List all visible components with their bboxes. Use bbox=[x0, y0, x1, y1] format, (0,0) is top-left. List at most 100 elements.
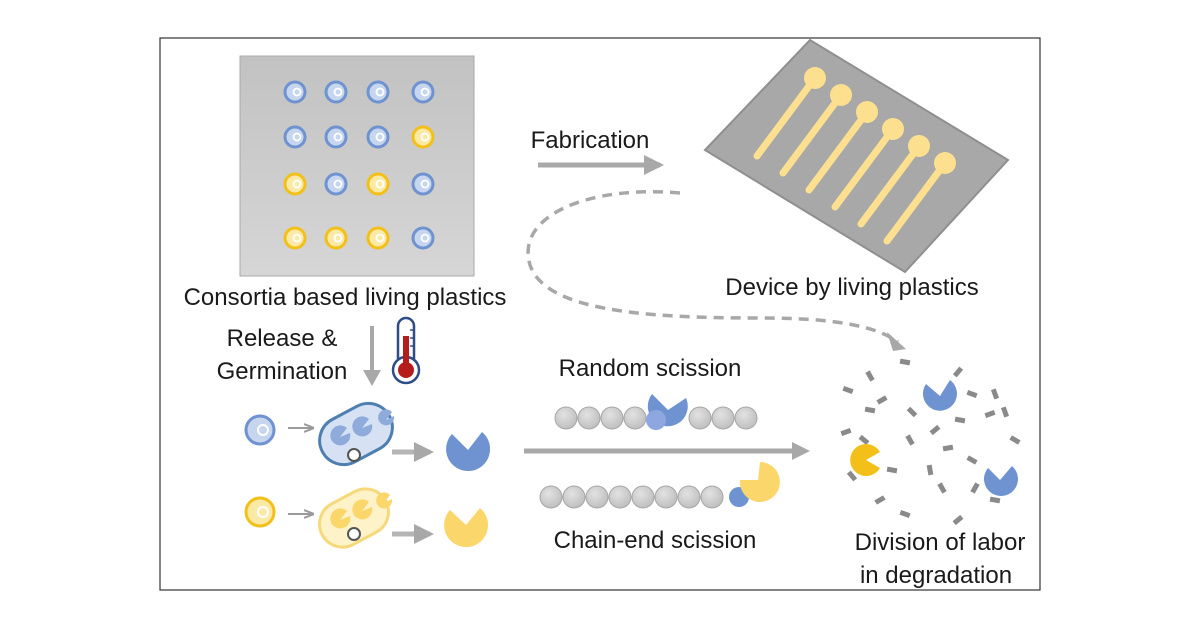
polymer-fragment bbox=[952, 514, 964, 526]
blue-spore bbox=[283, 80, 307, 104]
device-label: Device by living plastics bbox=[725, 274, 978, 301]
electrode bbox=[857, 135, 930, 228]
yellow-vegetative-cell bbox=[318, 487, 390, 549]
polymer-bead bbox=[600, 406, 624, 430]
polymer-bead bbox=[700, 485, 724, 509]
chain-end-polymer-chain bbox=[539, 485, 724, 509]
polymer-bead bbox=[585, 485, 609, 509]
polymer-bead bbox=[539, 485, 563, 509]
yellow-spore-icon bbox=[244, 496, 276, 528]
polymer-bead bbox=[631, 485, 655, 509]
random-cleaved-bead bbox=[646, 410, 666, 430]
polymer-fragment bbox=[1000, 406, 1010, 418]
polymer-fragment bbox=[842, 385, 854, 395]
polymer-fragment bbox=[970, 482, 980, 494]
polymer-bead bbox=[654, 485, 678, 509]
polymer-fragment bbox=[846, 470, 858, 482]
polymer-fragment bbox=[886, 466, 898, 474]
yellow-cell-spore-remnant bbox=[347, 527, 361, 541]
blue-germination-row bbox=[244, 401, 491, 472]
degradation-arrowhead bbox=[792, 442, 810, 460]
consortia-label: Consortia based living plastics bbox=[184, 284, 507, 311]
device-electrodes bbox=[753, 67, 956, 245]
living-plastic-panel bbox=[239, 55, 475, 277]
polymer-bead bbox=[577, 406, 601, 430]
yellow-enzyme-small-1 bbox=[330, 508, 351, 529]
polymer-fragment bbox=[876, 395, 888, 405]
blue-enzyme-small-2 bbox=[352, 416, 373, 437]
blue-spore bbox=[283, 125, 307, 149]
polymer-fragments bbox=[840, 358, 1021, 526]
polymer-fragment bbox=[954, 416, 966, 424]
division-label-line2: in degradation bbox=[860, 562, 1012, 589]
chain-end-scission-label: Chain-end scission bbox=[554, 527, 757, 554]
polymer-bead bbox=[608, 485, 632, 509]
blue-spore bbox=[411, 226, 435, 250]
polymer-fragment bbox=[858, 434, 870, 446]
polymer-fragment bbox=[906, 406, 918, 418]
living-plastic-device bbox=[703, 38, 1010, 274]
polymer-fragment bbox=[926, 464, 934, 476]
electrode bbox=[831, 118, 904, 211]
dashed-degradation-path bbox=[526, 190, 900, 344]
yellow-spore bbox=[324, 226, 348, 250]
polymer-bead bbox=[677, 485, 701, 509]
spore-grid bbox=[283, 80, 435, 250]
blue-cell-spore-remnant bbox=[347, 448, 361, 462]
device-substrate bbox=[703, 38, 1010, 274]
dashed-path-arrowhead bbox=[887, 332, 906, 351]
electrode bbox=[779, 84, 852, 177]
polymer-fragment bbox=[874, 495, 886, 505]
division-label-line1: Division of labor bbox=[855, 529, 1026, 556]
chain-end-enzyme-pacman-icon bbox=[739, 462, 780, 502]
polymer-fragment bbox=[966, 389, 978, 399]
polymer-fragment bbox=[942, 444, 954, 452]
yellow-spore bbox=[366, 226, 390, 250]
yellow-enzyme-small-3 bbox=[376, 492, 393, 509]
blue-spore bbox=[366, 80, 390, 104]
polymer-bead bbox=[562, 485, 586, 509]
polymer-fragment bbox=[984, 409, 996, 419]
thermometer-icon bbox=[391, 316, 421, 385]
polymer-fragment bbox=[990, 388, 1000, 400]
polymer-bead bbox=[554, 406, 578, 430]
polymer-fragment bbox=[952, 366, 964, 378]
release-label-line2: Germination bbox=[217, 358, 348, 385]
blue-enzyme-small-1 bbox=[330, 425, 351, 446]
polymer-bead bbox=[688, 406, 712, 430]
polymer-fragment bbox=[899, 509, 911, 519]
polymer-fragment bbox=[899, 358, 911, 366]
polymer-fragment bbox=[905, 434, 915, 446]
yellow-enzyme-small-2 bbox=[352, 499, 373, 520]
electrode bbox=[753, 67, 826, 160]
polymer-fragment bbox=[865, 370, 875, 382]
blue-spore bbox=[324, 172, 348, 196]
random-scission-label: Random scission bbox=[559, 355, 742, 382]
yellow-germination-row bbox=[244, 487, 489, 549]
cloud-blue-enzyme-2 bbox=[983, 466, 1018, 496]
polymer-fragment bbox=[1009, 435, 1021, 445]
polymer-fragment bbox=[864, 406, 876, 414]
blue-spore bbox=[411, 80, 435, 104]
blue-spore-icon bbox=[244, 414, 276, 446]
blue-enzyme-small-3 bbox=[378, 409, 395, 426]
yellow-spore bbox=[411, 125, 435, 149]
polymer-bead bbox=[623, 406, 647, 430]
blue-enzyme-pacman-icon bbox=[446, 432, 491, 472]
yellow-enzyme-pacman-icon bbox=[444, 508, 489, 548]
polymer-bead bbox=[711, 406, 735, 430]
polymer-fragment bbox=[937, 482, 947, 494]
blue-spore bbox=[411, 172, 435, 196]
polymer-fragment bbox=[966, 455, 978, 465]
blue-spore bbox=[366, 125, 390, 149]
random-polymer-chain bbox=[554, 406, 758, 430]
polymer-fragment bbox=[840, 427, 852, 437]
yellow-spore bbox=[366, 172, 390, 196]
polymer-bead bbox=[734, 406, 758, 430]
electrode bbox=[883, 152, 956, 245]
blue-spore bbox=[324, 125, 348, 149]
release-arrowhead bbox=[363, 370, 381, 386]
cloud-blue-enzyme-1 bbox=[922, 380, 957, 411]
cloud-yellow-enzyme bbox=[850, 444, 880, 476]
